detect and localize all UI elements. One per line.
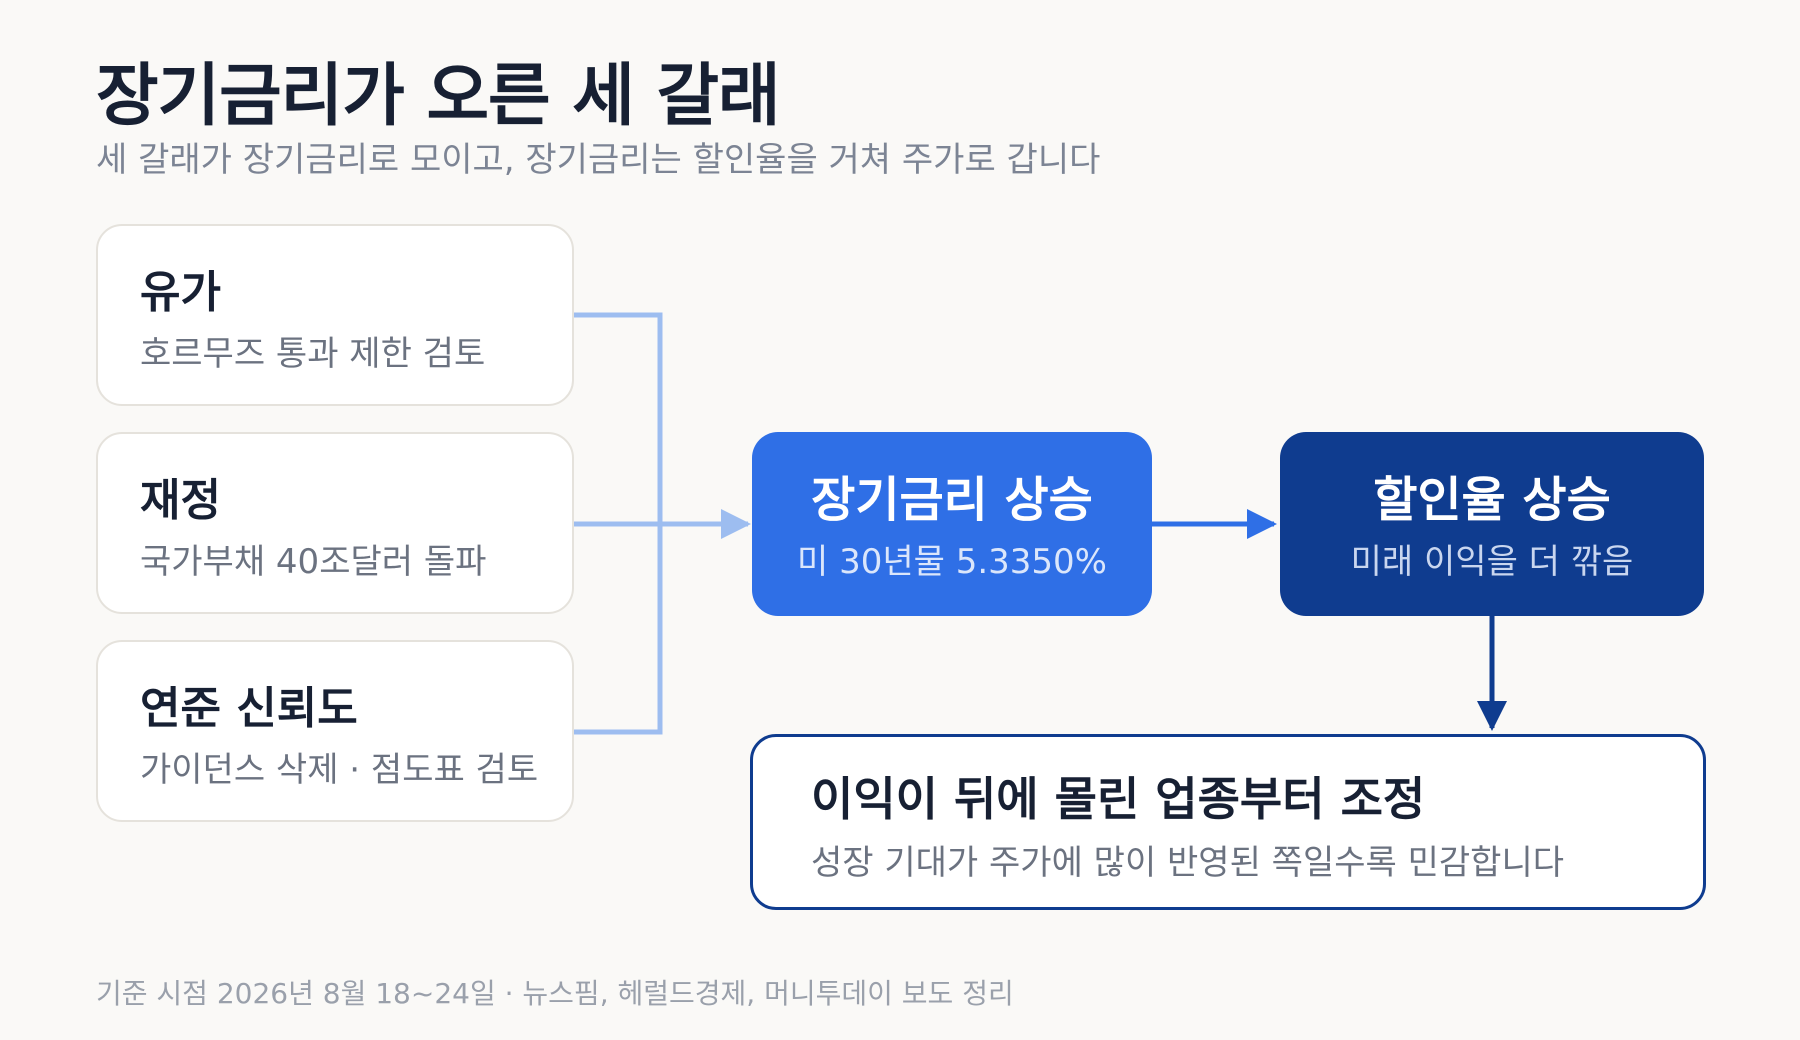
connector-fed	[574, 524, 663, 735]
node-desc: 미래 이익을 더 깎음	[1350, 542, 1634, 582]
source-name: 연준 신뢰도	[140, 683, 358, 734]
source-desc: 가이던스 삭제 · 점도표 검토	[140, 750, 539, 790]
source-card-fed: 연준 신뢰도 가이던스 삭제 · 점도표 검토	[96, 640, 574, 822]
source-desc: 호르무즈 통과 제한 검토	[140, 334, 486, 374]
source-card-oil: 유가 호르무즈 통과 제한 검토	[96, 224, 574, 406]
footnote: 기준 시점 2026년 8월 18~24일 · 뉴스핌, 헤럴드경제, 머니투데…	[96, 977, 1014, 1010]
source-name: 재정	[140, 475, 221, 526]
node-name: 할인율 상승	[1373, 472, 1611, 528]
connector-oil	[574, 312, 663, 524]
node-name: 장기금리 상승	[811, 472, 1093, 528]
node-name: 이익이 뒤에 몰린 업종부터 조정	[811, 772, 1426, 826]
node-long-term-rate: 장기금리 상승 미 30년물 5.3350%	[752, 432, 1152, 616]
node-desc: 성장 기대가 주가에 많이 반영된 쪽일수록 민감합니다	[811, 843, 1565, 883]
node-result: 이익이 뒤에 몰린 업종부터 조정 성장 기대가 주가에 많이 반영된 쪽일수록…	[750, 734, 1706, 910]
node-discount-rate: 할인율 상승 미래 이익을 더 깎음	[1280, 432, 1704, 616]
page-subtitle: 세 갈래가 장기금리로 모이고, 장기금리는 할인율을 거쳐 주가로 갑니다	[96, 140, 1101, 180]
node-desc: 미 30년물 5.3350%	[797, 542, 1107, 582]
source-merge-lines	[574, 312, 751, 735]
page-title: 장기금리가 오른 세 갈래	[96, 57, 781, 136]
source-name: 유가	[140, 267, 221, 318]
source-card-fiscal: 재정 국가부채 40조달러 돌파	[96, 432, 574, 614]
source-desc: 국가부채 40조달러 돌파	[140, 542, 487, 582]
